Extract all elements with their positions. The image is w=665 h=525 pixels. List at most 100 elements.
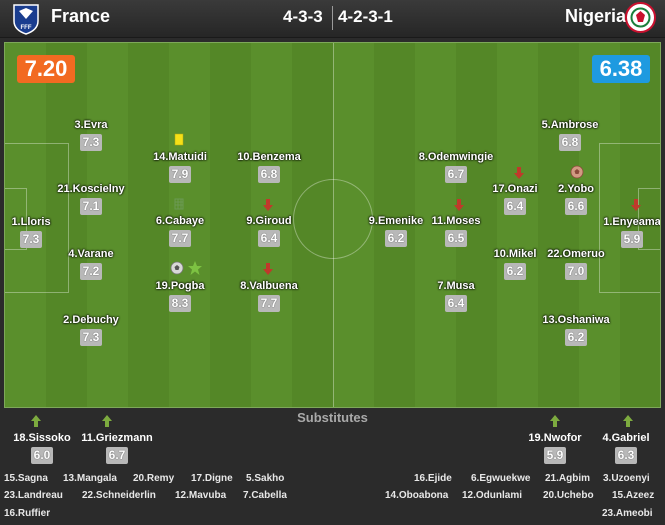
bench-player[interactable]: 16.Ejide: [414, 473, 452, 484]
bench-player[interactable]: 3.Uzoenyi: [603, 473, 650, 484]
bench-player[interactable]: 23.Ameobi: [602, 508, 653, 519]
bench-player[interactable]: 14.Oboabona: [385, 490, 449, 501]
home-penalty-box: [5, 143, 69, 293]
home-team-name[interactable]: France: [51, 6, 111, 26]
pitch: 7.20 6.38 1.Lloris 7.3 3.Evra 7.3 21.Kos…: [4, 42, 661, 408]
player-name: 2.Yobo: [558, 183, 594, 195]
player-name: 5.Ambrose: [541, 119, 599, 131]
bench-player[interactable]: 6.Egwuekwe: [471, 473, 531, 484]
player-home-6[interactable]: 14.Matuidi 7.9: [135, 151, 225, 183]
sub-off-arrow-icon: [631, 199, 641, 211]
player-rating: 6.0: [31, 447, 53, 464]
player-rating: 7.3: [80, 134, 102, 151]
player-name: 4.Varane: [68, 248, 114, 260]
player-rating: 8.3: [169, 295, 191, 312]
player-home-7[interactable]: 6.Cabaye 7.7: [135, 215, 225, 247]
player-away-1[interactable]: 1.Enyeama 5.9: [587, 216, 660, 248]
bench-player[interactable]: 22.Schneiderlin: [82, 490, 156, 501]
player-name: 18.Sissoko: [13, 432, 71, 444]
bench-player[interactable]: 12.Mavuba: [175, 490, 227, 501]
player-name: 2.Debuchy: [63, 314, 119, 326]
player-rating: 6.7: [445, 166, 467, 183]
sub-home-2[interactable]: 11.Griezmann 6.7: [72, 432, 162, 464]
player-away-9[interactable]: 11.Moses 6.5: [411, 215, 501, 247]
player-name: 3.Evra: [74, 119, 108, 131]
sub-on-arrow-icon: [623, 415, 633, 427]
bench-player[interactable]: 12.Odunlami: [462, 490, 523, 501]
player-rating: 7.3: [80, 329, 102, 346]
player-rating: 6.4: [258, 230, 280, 247]
player-name: 19.Nwofor: [528, 432, 582, 444]
player-rating: 6.3: [615, 447, 637, 464]
bench-player[interactable]: 5.Sakho: [246, 473, 285, 484]
away-team-rating: 6.38: [592, 55, 650, 83]
sub-off-arrow-icon: [263, 199, 273, 211]
player-home-4[interactable]: 4.Varane 7.2: [46, 248, 136, 280]
player-rating: 6.2: [565, 329, 587, 346]
bench-player[interactable]: 23.Landreau: [4, 490, 63, 501]
bench-player[interactable]: 13.Mangala: [63, 473, 117, 484]
player-name: 22.Omeruo: [547, 248, 605, 260]
player-rating: 6.8: [258, 166, 280, 183]
player-name: 8.Valbuena: [240, 280, 298, 292]
goal-assist-icon: [174, 198, 184, 210]
player-rating: 6.2: [385, 230, 407, 247]
player-home-2[interactable]: 3.Evra 7.3: [46, 119, 136, 151]
player-rating: 7.1: [80, 198, 102, 215]
player-away-3[interactable]: 2.Yobo 6.6: [531, 183, 621, 215]
player-away-10[interactable]: 7.Musa 6.4: [411, 280, 501, 312]
home-formation: 4-3-3: [283, 7, 323, 26]
football-icon: [170, 261, 184, 275]
player-home-11[interactable]: 8.Valbuena 7.7: [224, 280, 314, 312]
player-rating: 6.4: [445, 295, 467, 312]
bench-player[interactable]: 17.Digne: [191, 473, 233, 484]
player-rating: 6.2: [504, 263, 526, 280]
player-rating: 7.0: [565, 263, 587, 280]
player-rating: 6.4: [504, 198, 526, 215]
player-name: 13.Oshaniwa: [542, 314, 610, 326]
sub-away-2[interactable]: 4.Gabriel 6.3: [586, 432, 665, 464]
bench-player[interactable]: 21.Agbim: [545, 473, 591, 484]
sub-away-1[interactable]: 19.Nwofor 5.9: [515, 432, 595, 464]
player-name: 6.Cabaye: [155, 215, 205, 227]
formation-divider: [332, 6, 333, 30]
center-circle: [293, 179, 373, 259]
player-away-4[interactable]: 22.Omeruo 7.0: [531, 248, 621, 280]
player-home-1[interactable]: 1.Lloris 7.3: [5, 216, 76, 248]
player-rating: 7.2: [80, 263, 102, 280]
player-rating: 5.9: [544, 447, 566, 464]
bench-player[interactable]: 7.Cabella: [243, 490, 287, 501]
player-away-11[interactable]: 9.Emenike 6.2: [351, 215, 441, 247]
sub-home-1[interactable]: 18.Sissoko 6.0: [2, 432, 82, 464]
sub-on-arrow-icon: [31, 415, 41, 427]
bench-player[interactable]: 15.Sagna: [4, 473, 48, 484]
player-home-8[interactable]: 19.Pogba 8.3: [135, 280, 225, 312]
player-away-6[interactable]: 17.Onazi 6.4: [470, 183, 560, 215]
away-team-name[interactable]: Nigeria: [565, 6, 627, 26]
player-away-7[interactable]: 10.Mikel 6.2: [470, 248, 560, 280]
bench-player[interactable]: 15.Azeez: [612, 490, 655, 501]
player-home-9[interactable]: 10.Benzema 6.8: [224, 151, 314, 183]
player-away-8[interactable]: 8.Odemwingie 6.7: [411, 151, 501, 183]
player-rating: 6.7: [106, 447, 128, 464]
player-home-3[interactable]: 21.Koscielny 7.1: [46, 183, 136, 215]
bench-player[interactable]: 20.Uchebo: [543, 490, 594, 501]
player-away-5[interactable]: 13.Oshaniwa 6.2: [531, 314, 621, 346]
player-name: 17.Onazi: [492, 183, 538, 195]
player-rating: 6.6: [565, 198, 587, 215]
player-rating: 6.5: [445, 230, 467, 247]
player-rating: 7.9: [169, 166, 191, 183]
player-name: 1.Lloris: [11, 216, 51, 228]
player-name: 10.Benzema: [237, 151, 301, 163]
player-name: 19.Pogba: [155, 280, 205, 292]
bench-player[interactable]: 20.Remy: [133, 473, 175, 484]
own-goal-icon: [570, 165, 584, 179]
player-home-5[interactable]: 2.Debuchy 7.3: [46, 314, 136, 346]
player-away-2[interactable]: 5.Ambrose 6.8: [525, 119, 615, 151]
player-name: 10.Mikel: [493, 248, 537, 260]
bench-player[interactable]: 16.Ruffier: [4, 508, 51, 519]
player-home-10[interactable]: 9.Giroud 6.4: [224, 215, 314, 247]
sub-off-arrow-icon: [454, 199, 464, 211]
svg-text:FFF: FFF: [21, 25, 32, 31]
sub-off-arrow-icon: [514, 167, 524, 179]
